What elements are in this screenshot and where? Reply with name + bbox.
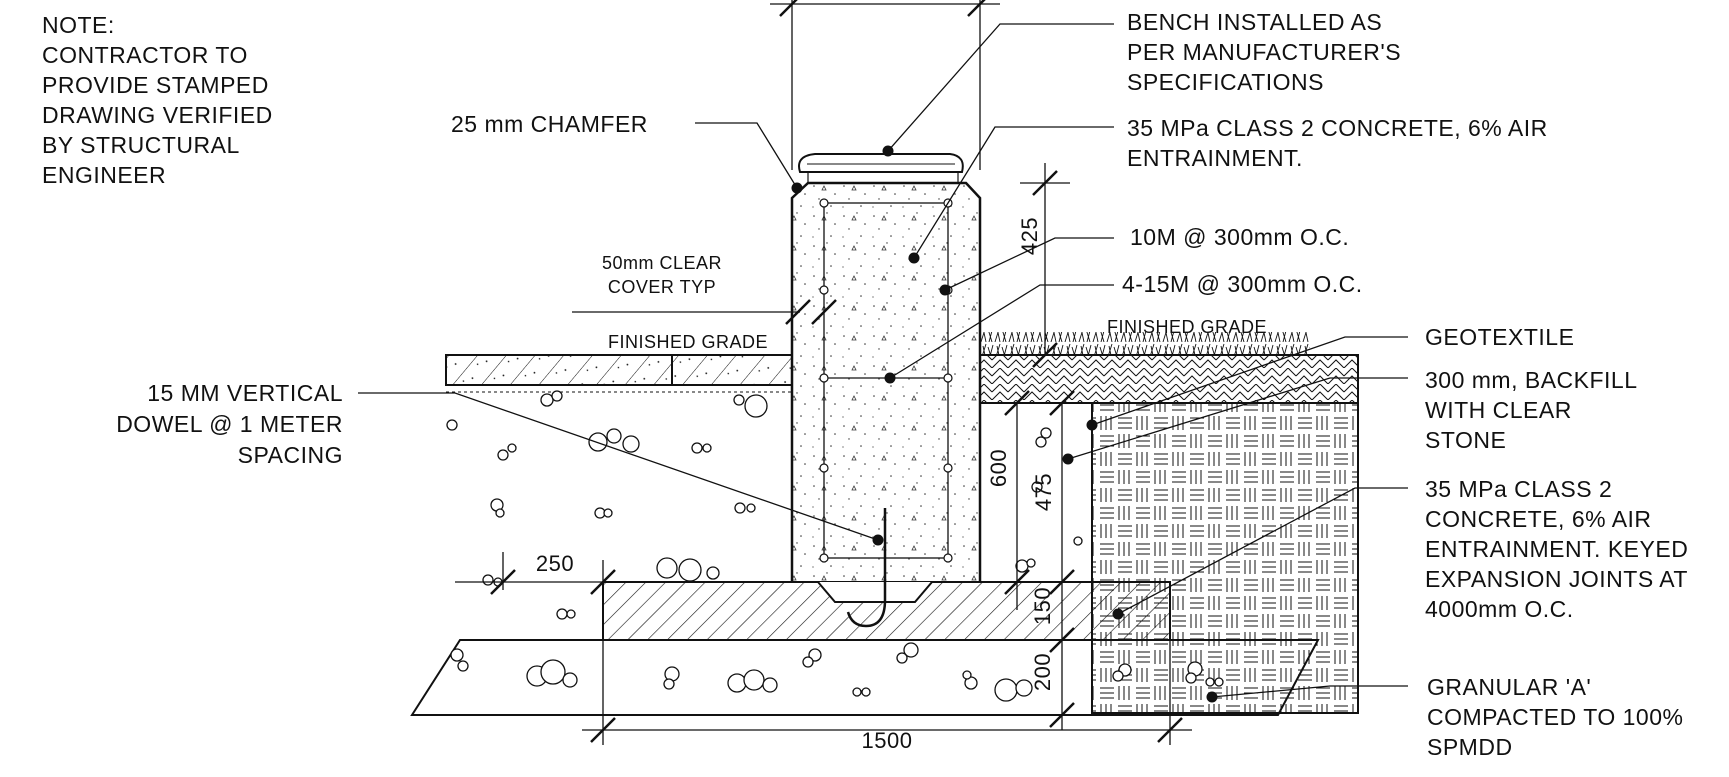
paving-slab-left	[445, 354, 793, 386]
dimension-lines	[455, 0, 1192, 745]
dim-600: 600	[986, 449, 1011, 487]
leader-dots	[791, 145, 1218, 703]
structure	[410, 153, 1359, 716]
dowel-label: 15 MM VERTICAL DOWEL @ 1 METER SPACING	[116, 380, 343, 468]
bench-label-line: SPECIFICATIONS	[1127, 69, 1324, 95]
concrete-footing-label-line: ENTRAINMENT. KEYED	[1425, 536, 1688, 562]
bench-label: BENCH INSTALLED AS PER MANUFACTURER'S SP…	[1127, 9, 1401, 95]
granular-label-line: SPMDD	[1427, 734, 1513, 760]
aggregate-stones	[446, 390, 1224, 702]
granular-label-line: COMPACTED TO 100%	[1427, 704, 1683, 730]
clear-cover-line: 50mm CLEAR	[602, 253, 722, 273]
granular-label: GRANULAR 'A' COMPACTED TO 100% SPMDD	[1427, 674, 1683, 760]
dowel-label-line: SPACING	[238, 442, 343, 468]
concrete-footing-label-line: 35 MPa CLASS 2	[1425, 476, 1612, 502]
dim-425: 425	[1017, 217, 1042, 255]
vertical-dowel	[846, 508, 887, 628]
concrete-top-label-line: ENTRAINMENT.	[1127, 145, 1303, 171]
bench-seat	[798, 153, 964, 173]
concrete-footing-label-line: EXPANSION JOINTS AT	[1425, 566, 1688, 592]
rebar-15m-label: 4-15M @ 300mm O.C.	[1122, 271, 1363, 297]
concrete-footing-label-line: 4000mm O.C.	[1425, 596, 1574, 622]
dim-200: 200	[1030, 653, 1055, 691]
granular-label-line: GRANULAR 'A'	[1427, 674, 1591, 700]
chamfer-label: 25 mm CHAMFER	[451, 111, 648, 137]
clear-cover-label: 50mm CLEAR COVER TYP	[602, 253, 722, 297]
rebar-10m-label: 10M @ 300mm O.C.	[1130, 224, 1349, 250]
concrete-footing-label: 35 MPa CLASS 2 CONCRETE, 6% AIR ENTRAINM…	[1425, 476, 1688, 622]
note-title: NOTE:	[42, 12, 115, 38]
note-line: CONTRACTOR TO	[42, 42, 248, 68]
concrete-footing-label-line: CONCRETE, 6% AIR	[1425, 506, 1652, 532]
concrete-top-label: 35 MPa CLASS 2 CONCRETE, 6% AIR ENTRAINM…	[1127, 115, 1548, 171]
concrete-top-label-line: 35 MPa CLASS 2 CONCRETE, 6% AIR	[1127, 115, 1548, 141]
note-line: BY STRUCTURAL	[42, 132, 240, 158]
backfill-label: 300 mm, BACKFILL WITH CLEAR STONE	[1425, 367, 1638, 453]
bench-label-line: PER MANUFACTURER'S	[1127, 39, 1401, 65]
geotextile-label: GEOTEXTILE	[1425, 324, 1574, 350]
backfill-label-line: STONE	[1425, 427, 1506, 453]
backfill-label-line: WITH CLEAR	[1425, 397, 1572, 423]
note-line: PROVIDE STAMPED	[42, 72, 269, 98]
backfill-label-line: 300 mm, BACKFILL	[1425, 367, 1638, 393]
general-note: NOTE: CONTRACTOR TO PROVIDE STAMPED DRAW…	[42, 12, 273, 188]
bench-label-line: BENCH INSTALLED AS	[1127, 9, 1382, 35]
note-line: DRAWING VERIFIED	[42, 102, 273, 128]
clear-cover-line: COVER TYP	[608, 277, 716, 297]
note-line: ENGINEER	[42, 162, 166, 188]
dim-150: 150	[1030, 587, 1055, 625]
dim-250: 250	[536, 551, 574, 576]
dowel-label-line: DOWEL @ 1 METER	[116, 411, 343, 437]
basket-weave-concrete	[1091, 402, 1359, 714]
finished-grade-right-label: FINISHED GRADE	[1107, 317, 1267, 337]
leader-lines	[358, 23, 1408, 698]
dim-1500: 1500	[862, 728, 913, 753]
dowel-label-line: 15 MM VERTICAL	[147, 380, 343, 406]
dim-475: 475	[1031, 473, 1056, 511]
finished-grade-left-label: FINISHED GRADE	[608, 332, 768, 352]
